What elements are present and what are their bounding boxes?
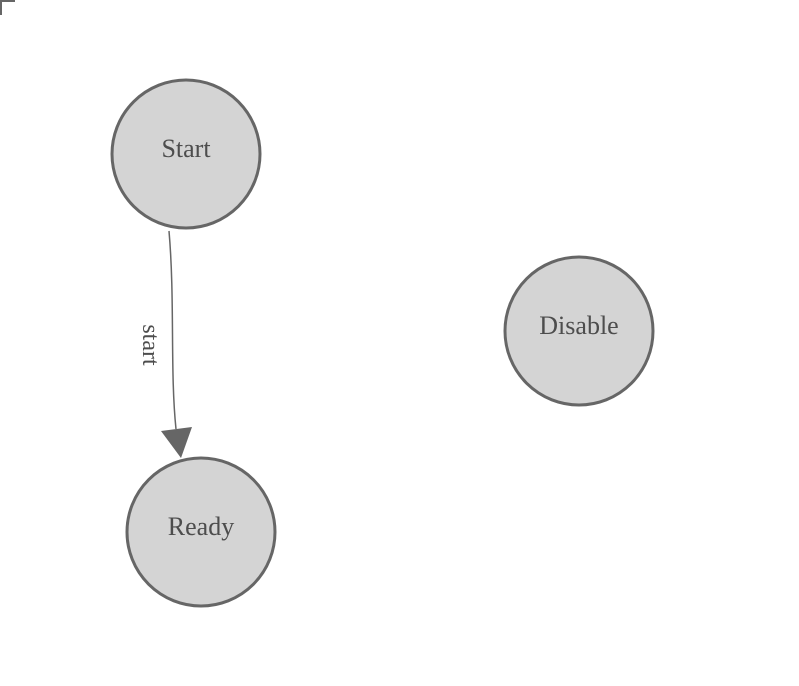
edge-start-to-ready[interactable]: start [137,230,192,458]
edge-path[interactable] [168,230,177,430]
node-ready[interactable]: Ready [125,456,277,608]
node-disable[interactable]: Disable [503,255,655,407]
node-start-circle[interactable] [110,78,262,230]
canvas-corner-marker [0,0,15,15]
node-start[interactable]: Start [110,78,262,230]
edge-label: start [137,324,163,366]
node-disable-circle[interactable] [503,255,655,407]
node-ready-circle[interactable] [125,456,277,608]
edge-arrowhead-icon [161,427,192,458]
